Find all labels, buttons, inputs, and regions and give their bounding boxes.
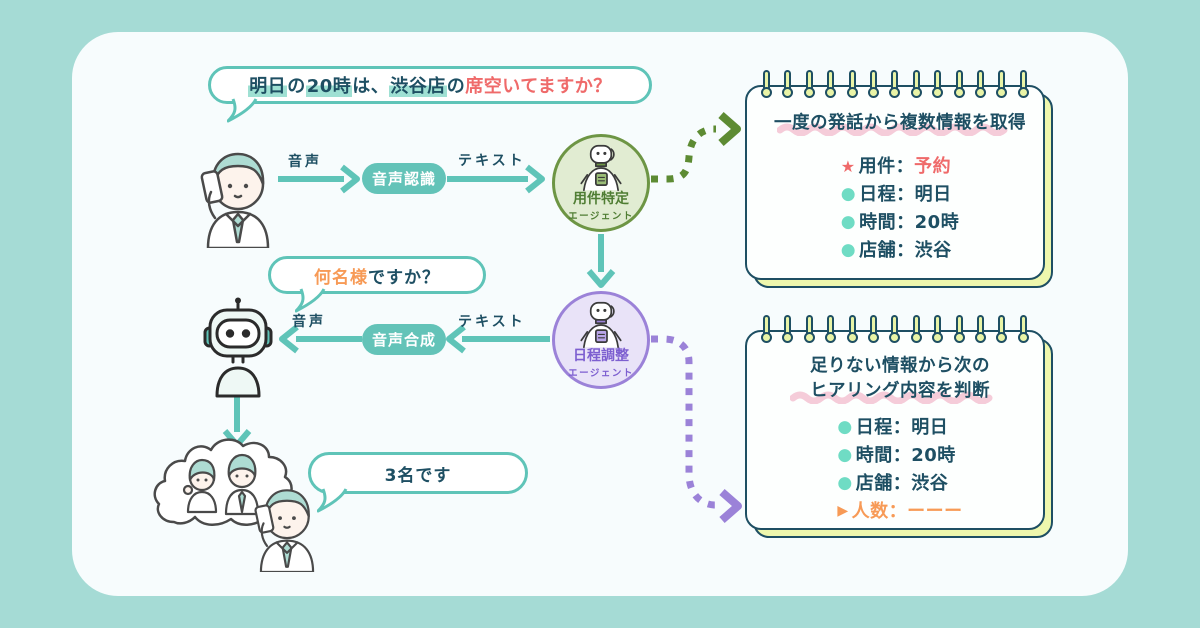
intent-agent-circle: 用件特定 エージェント xyxy=(552,134,650,232)
wavy-underline xyxy=(790,391,993,404)
dot-bullet-icon: ● xyxy=(837,417,853,437)
notebook-item: ● 日程： 明日 xyxy=(837,414,962,441)
notebook-item: ★ 用件： 予約 xyxy=(841,153,959,180)
star-bullet-icon: ★ xyxy=(840,157,856,176)
agent-name: 用件特定 xyxy=(573,191,629,207)
bubble-tail xyxy=(227,98,258,123)
speech-recognition-pill: 音声認識 xyxy=(362,163,446,194)
notebook-item: ● 日程： 明日 xyxy=(841,181,959,208)
bubble-text-highlight: 20時 xyxy=(305,76,353,97)
bubble-tail xyxy=(295,288,326,313)
notebook-item: ● 時間： 20時 xyxy=(837,442,962,469)
notebook-item: ● 時間： 20時 xyxy=(841,209,959,236)
notebook-item: ● 店舗： 渋谷 xyxy=(841,237,959,264)
caller-answer-bubble: 3名です xyxy=(308,452,528,513)
text-label-mid: テキスト xyxy=(458,314,526,330)
intent-notebook: 一度の発話から複数情報を取得 ★ 用件： 予約 ● 日程： 明日 ● 時間： 2… xyxy=(745,70,1055,288)
voice-label-mid: 音声 xyxy=(292,314,326,330)
notebook-title-line2: ヒアリング内容を判断 xyxy=(810,381,990,401)
notebook-item: ▶ 人数： ーーー xyxy=(837,498,962,525)
speech-synthesis-pill: 音声合成 xyxy=(362,324,446,355)
schedule-agent-circle: 日程調整 エージェント xyxy=(552,291,650,389)
answering-caller-illustration xyxy=(254,489,315,572)
dot-bullet-icon: ● xyxy=(837,473,853,493)
agent-suffix: エージェント xyxy=(568,368,634,379)
bubble-text-orange: 何名様 xyxy=(314,267,368,288)
triangle-bullet-icon: ▶ xyxy=(837,503,849,519)
notebook-page xyxy=(745,330,1045,530)
bubble-text-highlight: 渋谷店 xyxy=(389,76,447,97)
dot-bullet-icon: ● xyxy=(840,184,857,204)
voice-label-top: 音声 xyxy=(288,154,322,170)
notebook-list: ★ 用件： 予約 ● 日程： 明日 ● 時間： 20時 ● 店舗： 渋谷 xyxy=(841,153,959,264)
caller-question-bubble: 明日の20時は、渋谷店の席空いてますか？ xyxy=(208,66,652,123)
dot-bullet-icon: ● xyxy=(840,212,857,232)
text-label-top: テキスト xyxy=(458,153,526,169)
agent-question-bubble: 何名様ですか？ xyxy=(268,256,486,313)
bubble-tail xyxy=(317,488,348,513)
caller-illustration xyxy=(200,152,270,248)
spiral-rings-icon xyxy=(761,315,1029,347)
schedule-notebook: 足りない情報から次の ヒアリング内容を判断 ● 日程： 明日 ● 時間： 20時… xyxy=(745,315,1055,538)
agent-robot-icon xyxy=(580,144,622,192)
spiral-rings-icon xyxy=(761,70,1029,102)
agent-suffix: エージェント xyxy=(568,211,634,222)
dot-bullet-icon: ● xyxy=(840,240,857,260)
wavy-underline xyxy=(777,123,1008,136)
notebook-page xyxy=(745,85,1045,280)
voicebot-illustration xyxy=(203,297,273,398)
notebook-title: 一度の発話から複数情報を取得 xyxy=(774,113,1026,133)
agent-name: 日程調整 xyxy=(573,348,629,364)
thought-cloud-illustration xyxy=(153,438,293,526)
notebook-title-line1: 足りない情報から次の xyxy=(810,356,990,376)
dot-bullet-icon: ● xyxy=(837,445,853,465)
agent-robot-icon xyxy=(580,301,622,349)
notebook-list: ● 日程： 明日 ● 時間： 20時 ● 店舗： 渋谷 ▶ 人数： ーーー xyxy=(837,414,962,525)
bubble-text-highlight: 明日 xyxy=(248,76,288,97)
bubble-text-red: 席空いてますか？ xyxy=(465,76,612,97)
notebook-item: ● 店舗： 渋谷 xyxy=(837,470,962,497)
